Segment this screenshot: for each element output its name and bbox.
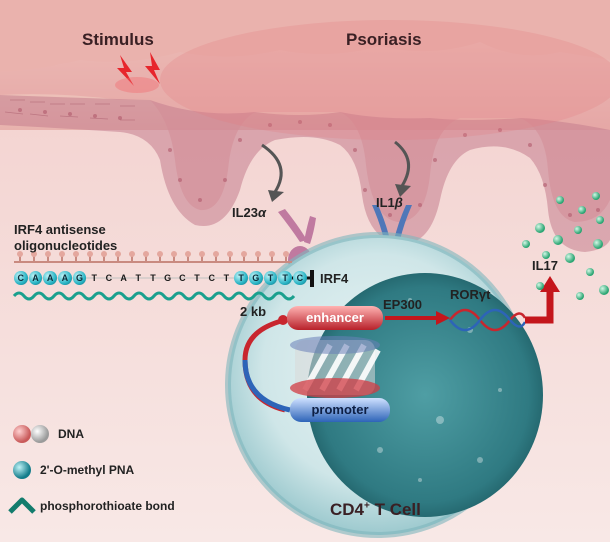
dna-nucleotide: C [179,273,186,283]
dna-nucleotide: A [120,273,127,283]
antisense-label-line1: IRF4 antisense [14,222,106,237]
dna-nucleotide: T [223,273,230,283]
dna-nucleotide: T [150,273,156,283]
irf4-label: IRF4 [320,271,349,286]
stimulus-label: Stimulus [82,30,154,49]
pna-nucleotide: G [72,271,87,285]
legend-dna-label: DNA [58,427,84,441]
dna-nucleotide: T [91,273,97,283]
pna-nucleotide: C [293,271,307,285]
il1-label: IL1β [376,195,403,210]
promoter-label: promoter [311,402,369,417]
dna-nucleotide: T [194,273,200,283]
pna-nucleotide: A [28,271,43,285]
kb-label: 2 kb [240,304,267,319]
dna-nucleotide: T [135,273,142,283]
ep300-label: EP300 [383,297,423,312]
pna-nucleotide: T [234,271,248,285]
cell-label: CD4+ T Cell [330,500,421,519]
dna-nucleotide: G [164,273,172,283]
pna-nucleotide: A [43,271,57,285]
pna-nucleotide: T [278,271,292,285]
dna-nucleotide: C [105,273,113,283]
legend-pna-label: 2'-O-methyl PNA [40,463,135,477]
il17-label: IL17 [532,258,559,273]
pna-nucleotide: A [58,271,72,285]
legend-bond-label: phosphorothioate bond [40,499,175,513]
enhancer-label: enhancer [306,310,364,325]
antisense-label-line2: oligonucleotides [14,238,118,253]
dna-nucleotide: C [208,273,215,283]
rorgt-label: RORγt [450,287,491,302]
pna-nucleotide: C [14,271,28,285]
pna-nucleotide: G [249,271,263,285]
pna-nucleotide: T [263,271,278,285]
psoriasis-label: Psoriasis [346,30,422,49]
il23-label: IL23α [232,205,267,220]
